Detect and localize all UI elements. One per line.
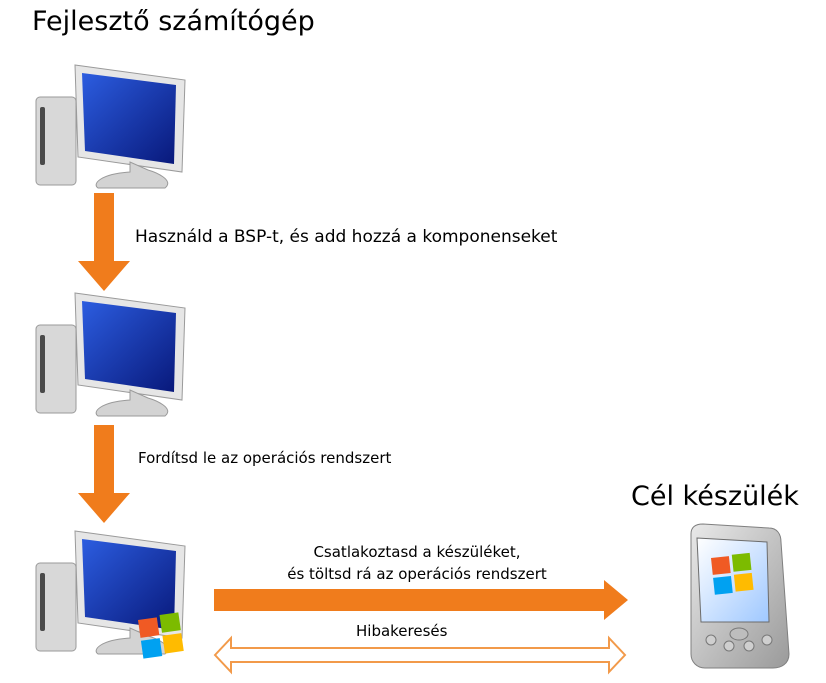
arrow-right-connect <box>214 580 628 620</box>
windows-logo-icon <box>138 612 184 659</box>
dev-computer-title: Fejlesztő számítógép <box>32 6 315 37</box>
target-device-title: Cél készülék <box>631 481 799 512</box>
connect-label-line-1: Csatlakoztasd a készüléket, <box>313 543 521 561</box>
connect-label-line-2: és töltsd rá az operációs rendszert <box>287 565 547 583</box>
pocket-pc-device-icon <box>690 523 790 669</box>
step-2-label: Fordítsd le az operációs rendszert <box>138 449 392 467</box>
step-1-label: Használd a BSP-t, és add hozzá a kompone… <box>135 227 558 247</box>
arrow-down-2 <box>78 425 130 523</box>
computer-icon-3 <box>35 530 186 659</box>
computer-icon-1 <box>35 64 186 189</box>
arrow-double-debug <box>213 635 627 675</box>
computer-icon-2 <box>35 292 186 417</box>
arrow-down-1 <box>78 193 130 291</box>
debug-label: Hibakeresés <box>356 622 448 640</box>
